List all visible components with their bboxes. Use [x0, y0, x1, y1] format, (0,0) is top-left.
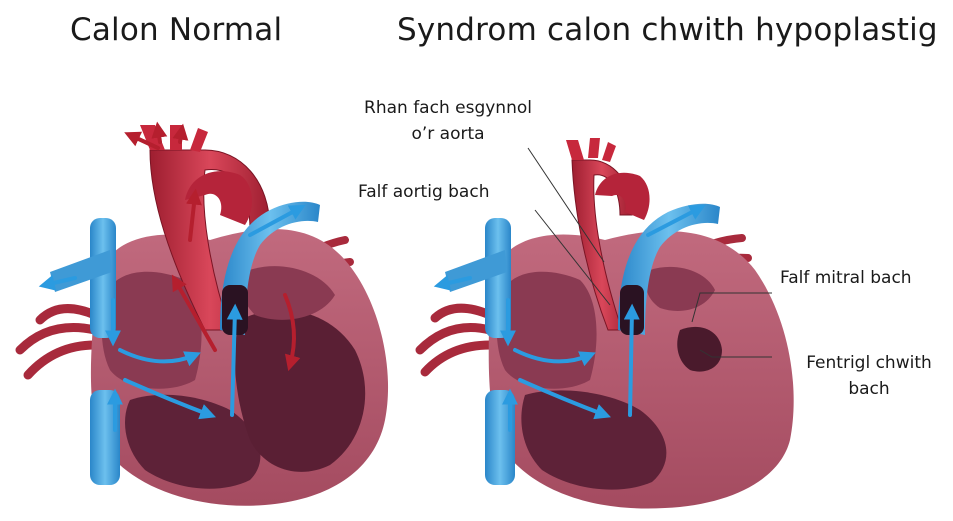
label-small-ascending-aorta: Rhan fach esgynnol o’r aorta — [338, 95, 558, 147]
pulmonary-veins-left — [20, 309, 95, 375]
label-ventricle-line2: bach — [780, 376, 953, 402]
normal-heart-illustration — [20, 125, 388, 506]
label-aorta-line1: Rhan fach esgynnol — [338, 95, 558, 121]
hlhs-aortic-branches — [566, 138, 616, 162]
label-small-aortic-valve: Falf aortig bach — [358, 179, 489, 205]
label-small-left-ventricle: Fentrigl chwith bach — [780, 350, 953, 402]
label-ventricle-line1: Fentrigl chwith — [780, 350, 953, 376]
hlhs-right-atrium — [497, 272, 597, 389]
label-small-mitral-valve: Falf mitral bach — [780, 265, 912, 291]
hlhs-pulmonary-veins-left — [420, 308, 490, 372]
label-aorta-line2: o’r aorta — [338, 121, 558, 147]
aortic-arch-branches — [140, 125, 208, 152]
